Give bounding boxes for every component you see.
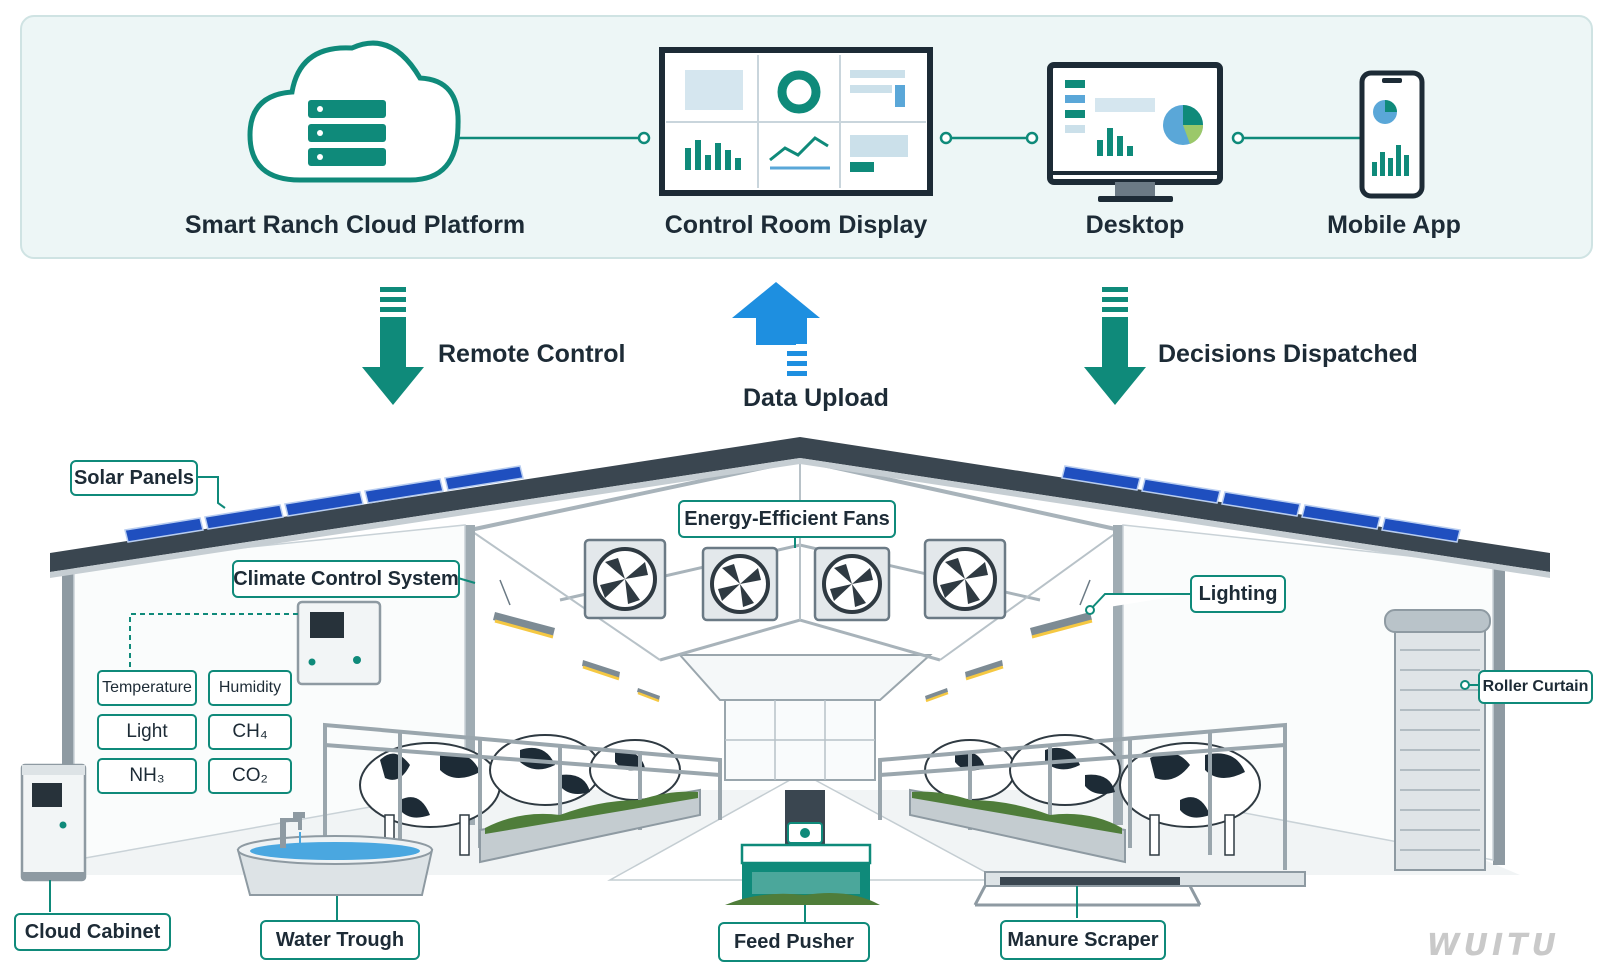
sensor-temperature: Temperature (97, 670, 197, 706)
climate-control-system-callout: Climate Control System (232, 560, 460, 598)
manure-scraper-unit (973, 871, 1306, 907)
lighting-callout: Lighting (1190, 575, 1286, 613)
fan-icon (701, 546, 779, 622)
cloud-cabinet-callout: Cloud Cabinet (14, 913, 171, 951)
watermark: WUITU (1426, 928, 1560, 963)
ventilation-fans (583, 538, 1007, 622)
remote-control-arrow (362, 287, 424, 405)
led-lights (493, 579, 1093, 703)
cloud-server-icon (247, 40, 461, 183)
sensor-light: Light (97, 714, 197, 750)
feed-pusher-callout: Feed Pusher (718, 922, 870, 962)
feed-troughs (479, 788, 1126, 864)
decisions-dispatched-arrow (1084, 287, 1146, 405)
manure-scraper-callout: Manure Scraper (1000, 920, 1166, 960)
solar-panels-right (1061, 465, 1461, 543)
solar-panels-callout: Solar Panels (70, 460, 198, 496)
cloud-cabinet-unit (20, 763, 87, 882)
callout-leaders (49, 476, 1478, 922)
solar-panels-left (124, 465, 524, 543)
roller-curtain (1384, 609, 1491, 871)
desktop-label: Desktop (1085, 211, 1185, 239)
sensor-nh3: NH₃ (97, 758, 197, 794)
control-room-display-label: Control Room Display (664, 211, 928, 239)
water-trough-unit (236, 812, 434, 896)
control-room-display-icon (659, 47, 933, 196)
sensor-ch4: CH₄ (208, 714, 292, 750)
fan-icon (923, 538, 1007, 620)
data-upload-arrow (732, 282, 820, 376)
desktop-monitor-icon (1047, 62, 1223, 202)
feed-pusher-robot (725, 790, 880, 905)
sensor-co2: CO₂ (208, 758, 292, 794)
mobile-app-label: Mobile App (1327, 211, 1461, 239)
sensor-humidity: Humidity (208, 670, 292, 706)
climate-control-unit (296, 600, 382, 686)
cloud-platform-label: Smart Ranch Cloud Platform (184, 211, 526, 239)
energy-efficient-fans-callout: Energy-Efficient Fans (678, 500, 896, 538)
decisions-dispatched-label: Decisions Dispatched (1158, 340, 1418, 368)
roller-curtain-callout: Roller Curtain (1478, 670, 1593, 704)
data-upload-label: Data Upload (743, 384, 889, 412)
water-trough-callout: Water Trough (260, 920, 420, 960)
mobile-phone-icon (1359, 70, 1425, 199)
fan-icon (813, 546, 891, 622)
fan-icon (583, 538, 667, 620)
platform-connections (455, 131, 1360, 145)
remote-control-label: Remote Control (438, 340, 626, 368)
